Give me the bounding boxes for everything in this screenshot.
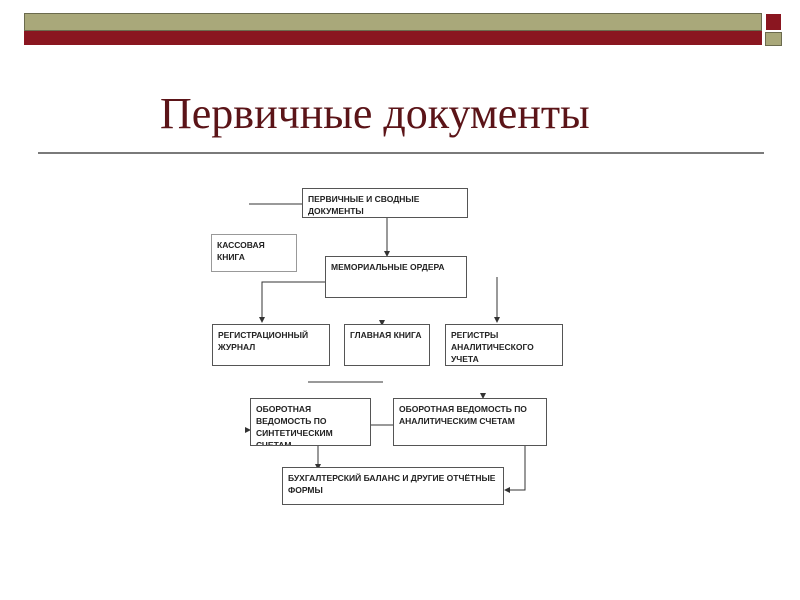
header-bar-bottom [24,31,762,45]
box-synthetic-turnover-label: ОБОРОТНАЯ ВЕДОМОСТЬ ПО СИНТЕТИЧЕСКИМ СЧЕ… [256,404,333,446]
box-analytic-turnover-label: ОБОРОТНАЯ ВЕДОМОСТЬ ПО АНАЛИТИЧЕСКИМ СЧЕ… [399,404,527,426]
box-analytic-turnover: ОБОРОТНАЯ ВЕДОМОСТЬ ПО АНАЛИТИЧЕСКИМ СЧЕ… [393,398,547,446]
box-register-journal: РЕГИСТРАЦИОННЫЙ ЖУРНАЛ [212,324,330,366]
box-cashbook-label: КАССОВАЯ КНИГА [217,240,265,262]
box-memorial-orders: МЕМОРИАЛЬНЫЕ ОРДЕРА [325,256,467,298]
title-divider [38,152,764,154]
box-general-ledger: ГЛАВНАЯ КНИГА [344,324,430,366]
box-primary-documents: ПЕРВИЧНЫЕ И СВОДНЫЕ ДОКУМЕНТЫ [302,188,468,218]
header-square-top [765,13,782,31]
box-cashbook: КАССОВАЯ КНИГА [211,234,297,272]
header-bar-top [24,13,762,31]
slide-title: Первичные документы [160,89,590,138]
box-register-journal-label: РЕГИСТРАЦИОННЫЙ ЖУРНАЛ [218,330,309,352]
box-general-ledger-label: ГЛАВНАЯ КНИГА [350,330,422,340]
box-analytic-registers-label: РЕГИСТРЫ АНАЛИТИЧЕСКОГО УЧЕТА [451,330,534,364]
box-balance-sheet: БУХГАЛТЕРСКИЙ БАЛАНС И ДРУГИЕ ОТЧЁТНЫЕ Ф… [282,467,504,505]
box-primary-documents-label: ПЕРВИЧНЫЕ И СВОДНЫЕ ДОКУМЕНТЫ [308,194,420,216]
box-analytic-registers: РЕГИСТРЫ АНАЛИТИЧЕСКОГО УЧЕТА [445,324,563,366]
box-synthetic-turnover: ОБОРОТНАЯ ВЕДОМОСТЬ ПО СИНТЕТИЧЕСКИМ СЧЕ… [250,398,371,446]
box-memorial-orders-label: МЕМОРИАЛЬНЫЕ ОРДЕРА [331,262,445,272]
connector-analytic-balance [504,446,526,493]
box-balance-sheet-label: БУХГАЛТЕРСКИЙ БАЛАНС И ДРУГИЕ ОТЧЁТНЫЕ Ф… [288,473,496,495]
header-square-bottom [765,32,782,46]
connector-memorial-journal [259,281,325,323]
